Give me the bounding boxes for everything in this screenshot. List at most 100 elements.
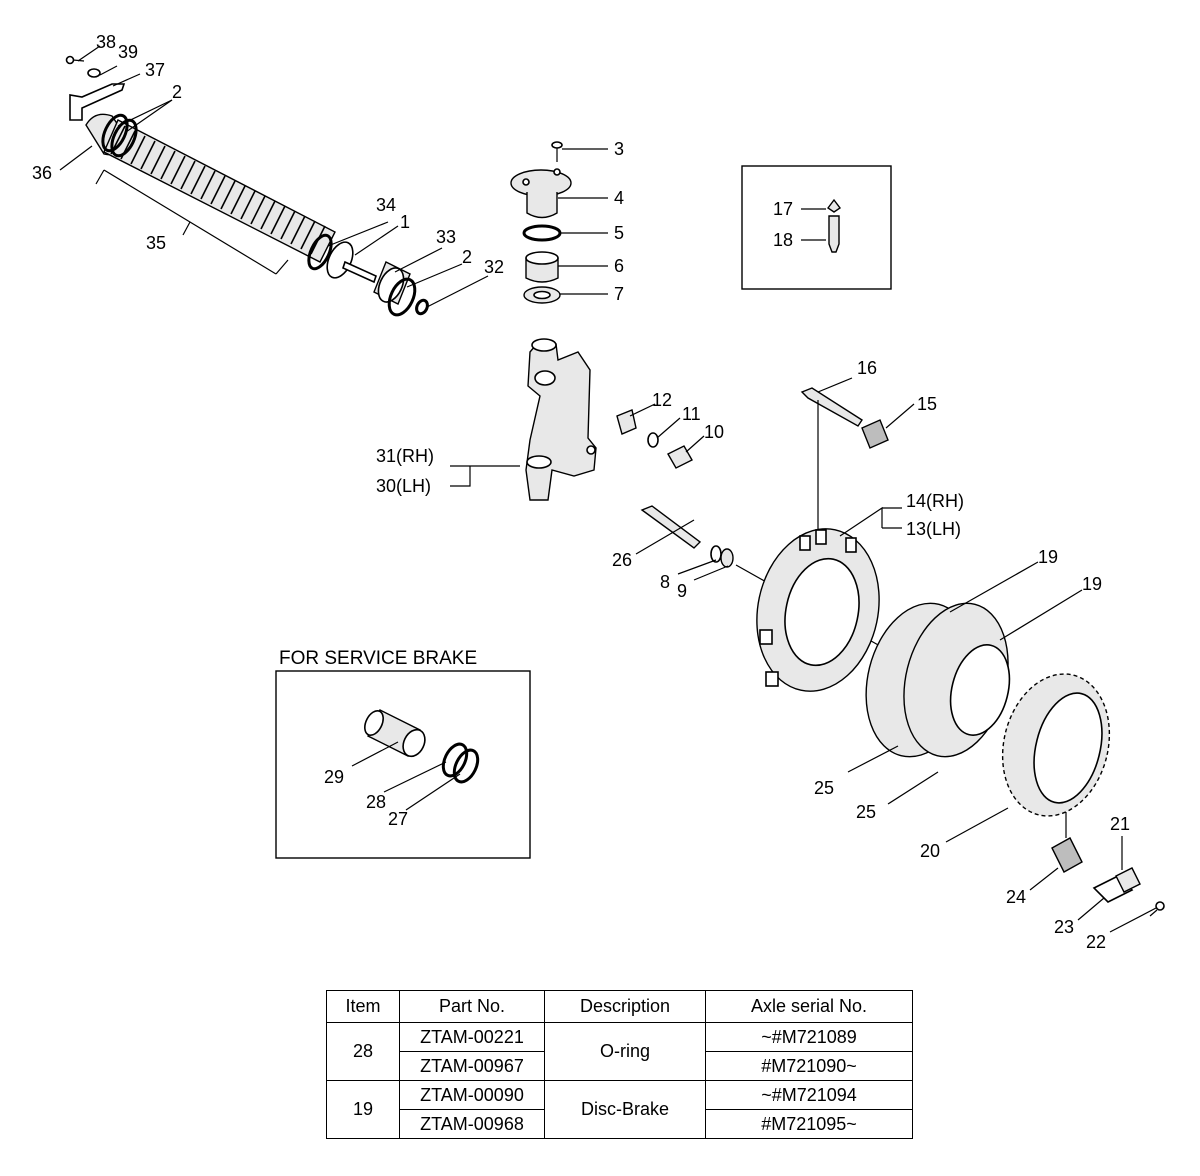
table-row: ZTAM-00968 #M721095~ (327, 1109, 913, 1139)
part-21-block (1115, 867, 1141, 893)
part-24-pinion (1051, 837, 1083, 873)
callout-8: 8 (660, 572, 670, 592)
callout-33: 33 (436, 227, 456, 247)
part-11-ring (647, 432, 659, 448)
callout-22: 22 (1086, 932, 1106, 952)
part-4-cover (510, 168, 572, 219)
cell-serial: #M721090~ (705, 1051, 913, 1081)
spring-shaft-assembly (59, 45, 489, 317)
part-38-screw (65, 55, 85, 65)
part-19-25-discs (865, 602, 1011, 758)
parts-table: Item Part No. Description Axle serial No… (326, 990, 913, 1139)
cell-part-no: ZTAM-00968 (399, 1109, 545, 1139)
header-axle-serial: Axle serial No. (705, 990, 913, 1023)
part-35-spring (103, 119, 336, 263)
table-header-row: Item Part No. Description Axle serial No… (326, 990, 913, 1023)
part-30-31-arm (525, 338, 597, 501)
cell-serial: ~#M721094 (705, 1080, 913, 1110)
part-2-oring-left (101, 113, 129, 153)
callout-35: 35 (146, 233, 166, 253)
part-28-oring (441, 742, 469, 778)
detail-box-17-18 (741, 165, 892, 290)
part-16-bolt (800, 387, 863, 427)
cell-item: 19 (326, 1080, 400, 1139)
header-part-no: Part No. (399, 990, 545, 1023)
callout-labels: 38 39 37 2 36 35 34 1 33 2 32 3 4 5 6 7 … (32, 32, 1130, 952)
part-22-screw (1149, 901, 1165, 917)
callout-29: 29 (324, 767, 344, 787)
part-26-pin (640, 505, 702, 549)
callout-31rh: 31(RH) (376, 446, 434, 466)
callout-11: 11 (682, 404, 701, 424)
part-1-rod (342, 260, 377, 284)
part-20-gear (1001, 673, 1111, 817)
part-3-bolt (551, 141, 563, 162)
callout-19b: 19 (1082, 574, 1102, 594)
callout-4: 4 (614, 188, 624, 208)
service-brake-title: FOR SERVICE BRAKE (279, 648, 478, 669)
header-item: Item (326, 990, 400, 1023)
callout-23: 23 (1054, 917, 1074, 937)
cell-part-no: ZTAM-00090 (399, 1080, 545, 1110)
callout-39: 39 (118, 42, 138, 62)
callout-2a: 2 (172, 82, 182, 102)
part-32-oring (415, 298, 429, 316)
part-34-oring (307, 233, 333, 271)
callout-14rh: 14(RH) (906, 491, 964, 511)
table-row: 19 ZTAM-00090 Disc-Brake ~#M721094 (326, 1080, 913, 1139)
cover-stack (510, 141, 608, 304)
callout-19a: 19 (1038, 547, 1058, 567)
callout-2b: 2 (462, 247, 472, 267)
callout-37: 37 (145, 60, 165, 80)
callout-20: 20 (920, 841, 940, 861)
callout-38: 38 (96, 32, 116, 52)
cell-part-no: ZTAM-00967 (399, 1051, 545, 1081)
callout-15: 15 (917, 394, 937, 414)
service-brake-box (275, 670, 531, 859)
callout-18: 18 (773, 230, 793, 250)
callout-34: 34 (376, 195, 396, 215)
part-5-oring (522, 224, 562, 242)
callout-17: 17 (773, 199, 793, 219)
part-12-pin (616, 409, 637, 435)
part-27-oring (452, 748, 480, 784)
part-17-cap (826, 198, 842, 213)
callout-21: 21 (1110, 814, 1130, 834)
part-2-oring-left-b (110, 118, 138, 158)
callout-13lh: 13(LH) (906, 519, 961, 539)
callout-32: 32 (484, 257, 504, 277)
part-2-oring-right (387, 277, 417, 317)
cell-serial: #M721095~ (705, 1109, 913, 1139)
cell-description: O-ring (544, 1022, 706, 1081)
cell-part-no: ZTAM-00221 (399, 1022, 545, 1052)
cell-item: 28 (326, 1022, 400, 1081)
header-description: Description (544, 990, 706, 1023)
callout-36: 36 (32, 163, 52, 183)
callout-28: 28 (366, 792, 386, 812)
part-6-bushing (525, 251, 559, 283)
part-33-piston (373, 261, 411, 305)
cell-serial: ~#M721089 (705, 1022, 913, 1052)
callout-9: 9 (677, 581, 687, 601)
cell-description: Disc-Brake (544, 1080, 706, 1139)
callout-3: 3 (614, 139, 624, 159)
exploded-parts-diagram: 38 39 37 2 36 35 34 1 33 2 32 3 4 5 6 7 … (32, 32, 1165, 952)
part-15-spring (861, 419, 889, 449)
callout-5: 5 (614, 223, 624, 243)
part-9-nut (720, 548, 734, 568)
callout-26: 26 (612, 550, 632, 570)
callout-12: 12 (652, 390, 672, 410)
callout-27: 27 (388, 809, 408, 829)
part-29-piston (364, 709, 426, 758)
callout-30lh: 30(LH) (376, 476, 431, 496)
part-39-washer (87, 68, 101, 78)
table-row: 28 ZTAM-00221 O-ring ~#M721089 (326, 1022, 913, 1081)
part-7-washer (523, 286, 561, 304)
callout-25b: 25 (856, 802, 876, 822)
part-18-nipple (828, 215, 840, 253)
callout-6: 6 (614, 256, 624, 276)
callout-1: 1 (400, 212, 410, 232)
part-13-14-plate (756, 528, 880, 692)
part-8-washer (710, 545, 722, 563)
callout-16: 16 (857, 358, 877, 378)
